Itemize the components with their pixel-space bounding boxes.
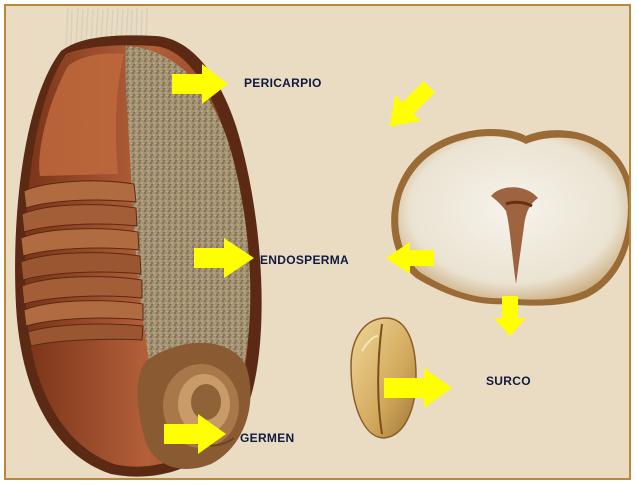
- label-surco: SURCO: [486, 374, 531, 388]
- arrow-up-left-icon: [377, 74, 442, 139]
- grain-germ: [138, 343, 251, 469]
- diagram-frame: PERICARPIO ENDOSPERMA SURCO GERMEN: [4, 4, 631, 480]
- label-endosperma: ENDOSPERMA: [260, 253, 349, 267]
- label-pericarpio: PERICARPIO: [244, 76, 322, 90]
- label-germen: GERMEN: [240, 431, 294, 445]
- grain-cross-section: [391, 129, 631, 306]
